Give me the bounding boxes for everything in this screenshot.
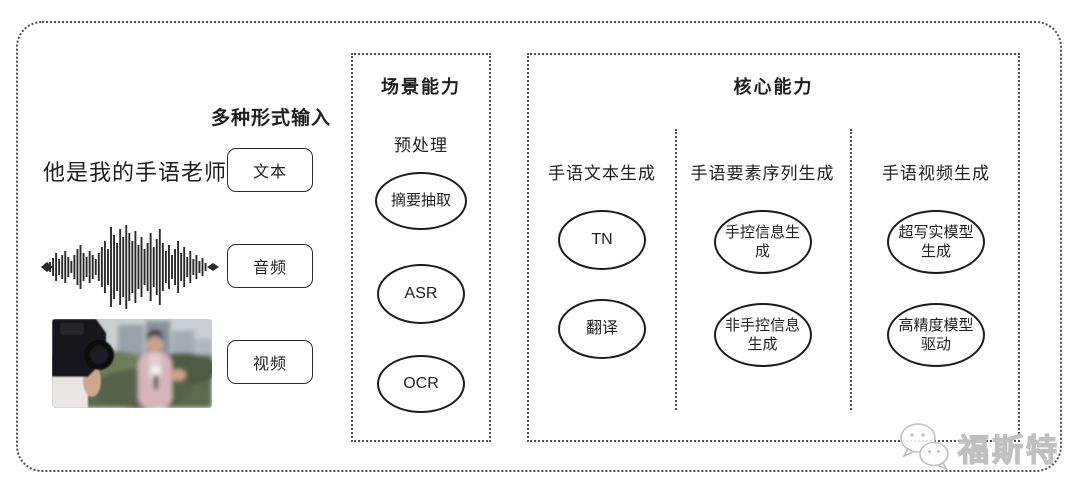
input-type-text-box: 文本 [227,148,313,192]
column-sign-text-generation: 手语文本生成 TN 翻译 [529,55,675,440]
reporter-photo [52,319,212,408]
node-label: 翻译 [585,319,618,337]
node-ocr: OCR [377,355,465,413]
node-manual-info-generation: 手控信息生成 [713,210,812,274]
input-type-video-box: 视频 [227,340,313,384]
outer-dotted-border [16,21,1062,472]
node-label: TN [591,230,613,248]
node-label: OCR [403,374,439,392]
column-header: 手语文本生成 [548,164,656,183]
scene-panel-subtitle: 预处理 [394,136,448,155]
node-hyperrealistic-model-generation: 超写实模型生成 [887,210,985,274]
watermark: 福斯特 [896,420,1060,474]
node-label: ASR [404,284,438,302]
node-label: 高精度模型驱动 [898,316,974,354]
column-divider [850,129,852,410]
node-asr: ASR [377,264,465,324]
node-label: 摘要抽取 [390,192,451,210]
input-type-label: 视频 [252,356,287,373]
input-type-label: 音频 [252,260,287,277]
scene-panel-title: 场景能力 [381,77,461,97]
scene-capability-panel: 场景能力 预处理 摘要抽取 ASR OCR [351,53,491,442]
column-sign-video-generation: 手语视频生成 超写实模型生成 高精度模型驱动 [850,55,1022,440]
node-label: 手控信息生成 [724,223,800,261]
node-tn: TN [558,210,646,270]
input-type-audio-box: 音频 [227,244,313,288]
column-divider [675,129,677,410]
core-capability-panel: 核心能力 手语文本生成 TN 翻译 手语要素序列生成 手控信息生成 非手控信息生… [527,53,1020,442]
node-non-manual-info-generation: 非手控信息生成 [713,303,812,367]
node-translation: 翻译 [558,299,646,359]
watermark-text: 福斯特 [957,432,1060,468]
sample-sentence-text: 他是我的手语老师 [43,160,228,185]
audio-waveform [41,225,219,309]
node-high-precision-model-driving: 高精度模型驱动 [887,303,985,367]
column-header: 手语视频生成 [882,164,990,183]
wechat-icon [900,423,949,471]
core-panel-title: 核心能力 [733,77,814,97]
input-section-label: 多种形式输入 [211,108,332,129]
audio-waveform-path [49,225,207,309]
node-summary-extraction: 摘要抽取 [375,172,467,230]
column-sign-element-sequence-generation: 手语要素序列生成 手控信息生成 非手控信息生成 [675,55,850,440]
node-label: 超写实模型生成 [898,223,974,261]
input-type-label: 文本 [252,164,287,181]
column-header: 手语要素序列生成 [690,164,835,183]
node-label: 非手控信息生成 [724,316,800,354]
